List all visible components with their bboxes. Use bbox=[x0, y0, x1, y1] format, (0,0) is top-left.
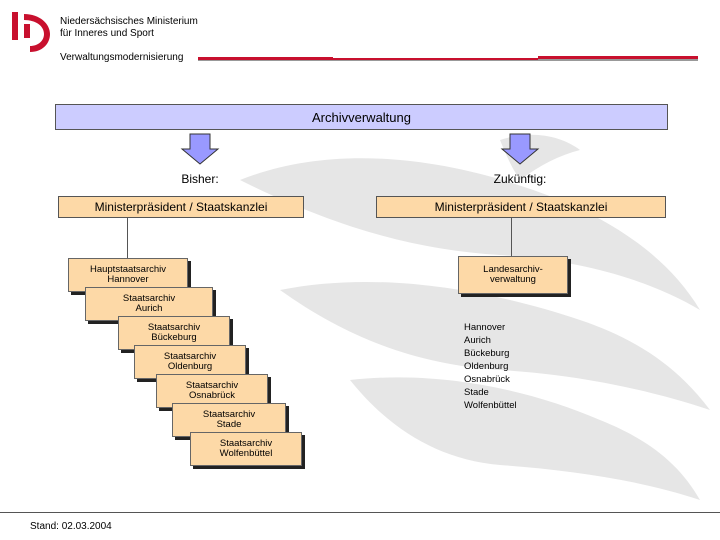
archive-city: Stade bbox=[216, 419, 242, 430]
head-box-previous: Ministerpräsident / Staatskanzlei bbox=[58, 196, 304, 218]
archive-box-aurich: Staatsarchiv Aurich bbox=[85, 287, 213, 321]
head-box-future: Ministerpräsident / Staatskanzlei bbox=[376, 196, 666, 218]
unit-line1: Landesarchiv- bbox=[483, 264, 543, 275]
archive-box-osnabrueck: Staatsarchiv Osnabrück bbox=[156, 374, 268, 408]
archive-city: Hannover bbox=[107, 274, 149, 285]
archive-box-stade: Staatsarchiv Stade bbox=[172, 403, 286, 437]
archive-box-hannover: Hauptstaatsarchiv Hannover bbox=[68, 258, 188, 292]
connector-left bbox=[127, 218, 128, 258]
location-item: Osnabrück bbox=[464, 374, 510, 385]
archive-type: Staatsarchiv bbox=[185, 380, 239, 391]
future-location-list: Hannover Aurich Bückeburg Oldenburg Osna… bbox=[464, 321, 517, 412]
down-arrow-left-icon bbox=[180, 133, 220, 165]
header-rule-red-right bbox=[538, 56, 698, 59]
location-item: Bückeburg bbox=[464, 348, 510, 359]
location-item: Hannover bbox=[464, 322, 506, 333]
archive-city: Wolfenbüttel bbox=[219, 448, 273, 459]
location-item: Oldenburg bbox=[464, 361, 509, 372]
department-name: Verwaltungsmodernisierung bbox=[60, 52, 184, 63]
label-future: Zukünftig: bbox=[493, 172, 547, 186]
archive-city: Osnabrück bbox=[189, 390, 235, 401]
ministry-name-line1: Niedersächsisches Ministerium bbox=[60, 16, 198, 27]
archive-city: Aurich bbox=[135, 303, 163, 314]
header-rule-gray bbox=[198, 59, 698, 61]
ministry-logo bbox=[12, 12, 50, 52]
archive-type: Staatsarchiv bbox=[147, 322, 201, 333]
archive-administration-title: Archivverwaltung bbox=[55, 104, 668, 130]
footer-rule bbox=[0, 512, 720, 513]
location-item: Aurich bbox=[464, 335, 491, 346]
archive-type: Staatsarchiv bbox=[163, 351, 217, 362]
archive-box-wolfenbuettel: Staatsarchiv Wolfenbüttel bbox=[190, 432, 302, 466]
header-rule-red-left bbox=[198, 57, 333, 60]
archive-type: Staatsarchiv bbox=[202, 409, 256, 420]
header-rule-red-middle bbox=[333, 58, 538, 60]
archive-type: Hauptstaatsarchiv bbox=[89, 264, 167, 275]
location-item: Wolfenbüttel bbox=[464, 400, 517, 411]
archive-city: Bückeburg bbox=[151, 332, 197, 343]
ministry-name-line2: für Inneres und Sport bbox=[60, 28, 154, 39]
archive-type: Staatsarchiv bbox=[219, 438, 273, 449]
archive-city: Oldenburg bbox=[167, 361, 213, 372]
label-previous: Bisher: bbox=[181, 172, 219, 186]
state-archive-administration-box: Landesarchiv- verwaltung bbox=[458, 256, 568, 294]
archive-type: Staatsarchiv bbox=[122, 293, 176, 304]
connector-right bbox=[511, 218, 512, 256]
footer-date: Stand: 02.03.2004 bbox=[30, 521, 112, 532]
down-arrow-right-icon bbox=[500, 133, 540, 165]
unit-line2: verwaltung bbox=[490, 274, 536, 285]
location-item: Stade bbox=[464, 387, 489, 398]
